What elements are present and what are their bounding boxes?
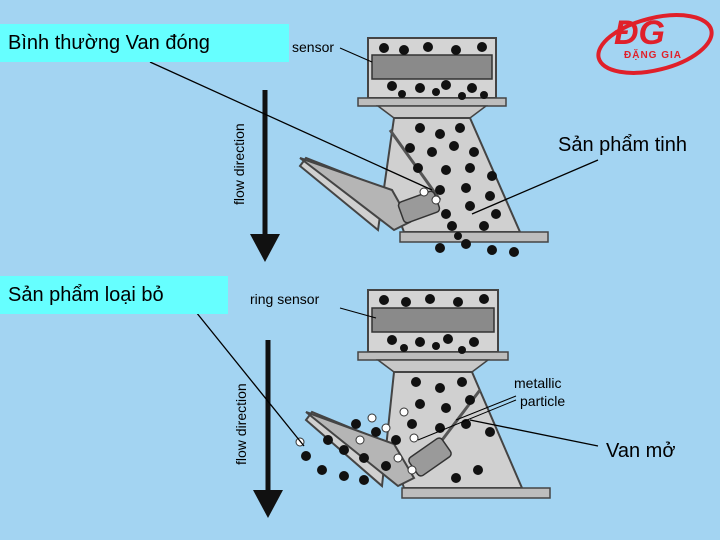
bottom-base [401,487,551,499]
logo-mark: ĐG [614,14,665,52]
top-particles [379,42,519,257]
bottom-separator: flow direction [233,289,565,518]
valve-open-leader [469,419,599,447]
top-separator: flow direction [231,37,549,262]
metal-leader-2 [417,399,517,441]
logo-swoosh [596,13,714,75]
bottom-flow-label: flow direction [233,383,249,465]
metallic-label: metallic [514,375,561,391]
rejected-product-leader [195,311,305,447]
bottom-flow-arrow-head [253,490,283,518]
dang-gia-logo: ĐG ĐẶNG GIA [596,13,714,75]
top-sensor-label: sensor [292,39,334,55]
normal-valve-leader [149,61,433,191]
top-clear-particles [419,187,441,205]
top-sensor-leader [339,47,373,63]
valve-open-label: Van mở [606,440,676,462]
bottom-hopper-neck [375,359,491,373]
top-flow-label: flow direction [231,123,247,205]
bottom-sensor-label: ring sensor [250,291,320,307]
good-product-leader [471,159,599,215]
top-sensor-flange [357,97,507,107]
logo-text: ĐẶNG GIA [624,48,682,61]
bottom-metal-particles [295,407,419,475]
bottom-sensor-ring [371,307,495,333]
particle-label: particle [520,393,565,409]
rejected-product-label: Sản phẩm loại bỏ [8,283,164,306]
metal-leader-1 [455,395,517,421]
top-sensor-ring [371,54,493,80]
rejected-product-callout: Sản phẩm loại bỏ [0,276,228,314]
top-base [399,231,549,243]
top-flow-arrow-head [250,234,280,262]
good-product-label: Sản phẩm tinh [558,134,687,156]
normal-valve-closed-callout: Bình thường Van đóng [0,24,289,62]
top-hopper-neck [375,105,489,119]
bottom-particles [301,294,495,485]
bottom-sensor-leader [339,307,377,319]
normal-valve-closed-label: Bình thường Van đóng [8,31,210,54]
bottom-sensor-flange [357,351,509,361]
